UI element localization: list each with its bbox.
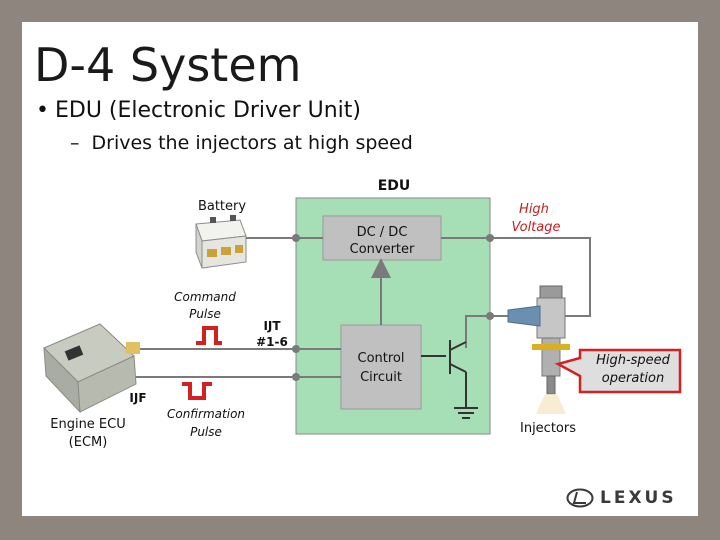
- callout-line2: operation: [602, 371, 664, 386]
- control-label-line1: Control: [358, 351, 405, 366]
- command-pulse-line2: Pulse: [189, 307, 221, 321]
- high-voltage-wire: [441, 237, 591, 317]
- high-speed-callout: [554, 348, 682, 394]
- ijf-label: IJF: [129, 391, 146, 405]
- transistor-icon: [421, 340, 467, 408]
- slide-title: D-4 System: [34, 38, 302, 92]
- injector-return-node: [486, 312, 494, 320]
- command-pulse-line1: Command: [174, 290, 236, 304]
- ijf-wire-node: [292, 373, 300, 381]
- lexus-emblem-icon: [566, 488, 594, 508]
- lexus-logo: LEXUS: [566, 488, 677, 508]
- confirmation-pulse-line2: Pulse: [190, 425, 222, 439]
- bullet-edu-text: EDU (Electronic Driver Unit): [54, 98, 361, 123]
- control-label-line2: Circuit: [360, 370, 402, 385]
- high-voltage-label-line2: Voltage: [511, 220, 560, 235]
- ijt-wire-node: [292, 345, 300, 353]
- command-pulse-icon: [196, 326, 222, 345]
- sub-bullet-dash-icon: –: [70, 132, 80, 154]
- dcdc-label-line2: Converter: [350, 242, 415, 257]
- ecu-label-line1: Engine ECU: [50, 417, 126, 432]
- battery-icon: [195, 215, 247, 269]
- battery-wire-node: [292, 234, 300, 242]
- engine-ecu-icon: [43, 323, 140, 414]
- high-voltage-wire-node: [486, 234, 494, 242]
- edu-label: EDU: [378, 178, 411, 194]
- ecu-label-line2: (ECM): [69, 435, 108, 450]
- lexus-wordmark: LEXUS: [600, 488, 677, 508]
- injector-icon: [507, 285, 570, 414]
- high-voltage-label-line1: High: [519, 202, 549, 217]
- ground-icon: [454, 407, 478, 419]
- dcdc-label-line1: DC / DC: [357, 225, 408, 240]
- control-circuit-box: [340, 324, 422, 410]
- confirmation-pulse-line1: Confirmation: [167, 407, 245, 421]
- ijt-label-line1: IJT: [263, 319, 281, 333]
- sub-bullet-text: Drives the injectors at high speed: [91, 132, 413, 154]
- battery-label: Battery: [198, 199, 246, 214]
- callout-line1: High-speed: [596, 353, 671, 368]
- injectors-label: Injectors: [520, 421, 576, 436]
- ijt-label-line2: #1-6: [256, 335, 288, 349]
- bullet-edu: •EDU (Electronic Driver Unit): [36, 98, 361, 123]
- confirmation-pulse-icon: [182, 382, 212, 400]
- sub-bullet-injectors: –Drives the injectors at high speed: [70, 132, 413, 154]
- bullet-dot-icon: •: [36, 98, 49, 123]
